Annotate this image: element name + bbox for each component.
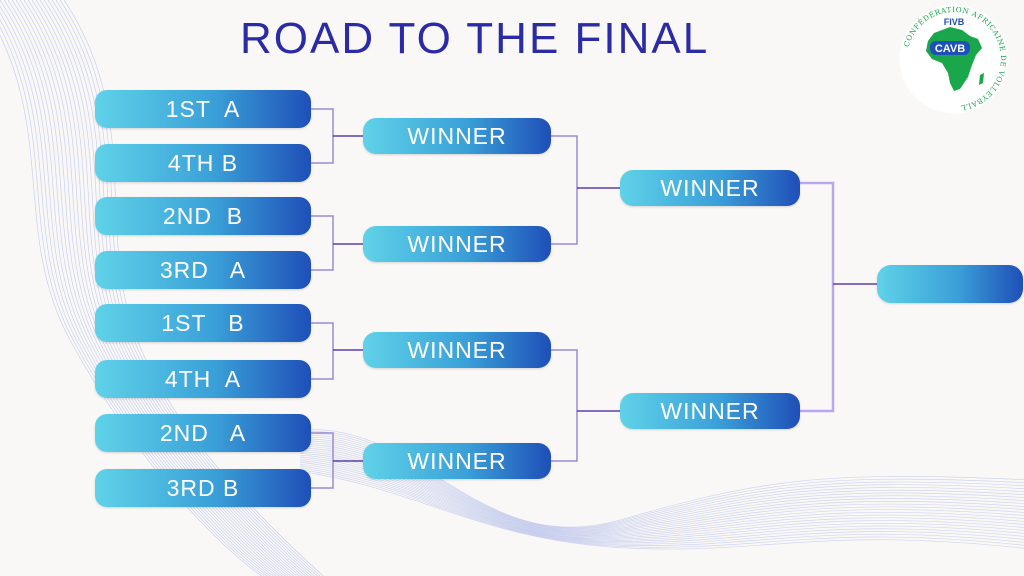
- logo-cavb: CAVB: [935, 43, 965, 55]
- bracket-slot-r1-2: 4TH B: [95, 144, 311, 182]
- bracket-slot-r2-2: WINNER: [363, 226, 551, 262]
- background-wave-line: [299, 465, 1024, 545]
- bracket-slot-r2-3: WINNER: [363, 332, 551, 368]
- bracket-slot-r1-1: 1ST A: [95, 90, 311, 128]
- connector-r1-pair1: [311, 108, 334, 164]
- connector-r2-pair2: [551, 349, 578, 462]
- background-wave-line: [299, 462, 1024, 542]
- page-title: ROAD TO THE FINAL: [240, 14, 710, 63]
- background-wave-line: [299, 456, 1024, 539]
- background-wave-line: [299, 453, 1024, 538]
- background-wave-line: [299, 463, 1024, 544]
- background-wave-line: [0, 18, 268, 576]
- background-wave-line: [299, 467, 1024, 546]
- connector-r1-pair2: [311, 215, 334, 271]
- bracket-slot-r2-4: WINNER: [363, 443, 551, 479]
- background-wave-line: [0, 26, 265, 576]
- bracket-slot-r1-6: 4TH A: [95, 360, 311, 398]
- connector-semi: [800, 181, 835, 413]
- background-wave-line: [0, 5, 274, 576]
- background-wave-line: [299, 454, 1024, 539]
- bracket-slot-r1-4: 3RD A: [95, 251, 311, 289]
- bracket-slot-r1-8: 3RD B: [95, 469, 311, 507]
- background-wave-line: [15, 0, 289, 576]
- logo-fivb: FIVB: [944, 17, 965, 27]
- background-wave-line: [7, 0, 283, 576]
- background-wave-line: [3, 0, 280, 576]
- bracket-slot-semi-2: WINNER: [620, 393, 800, 429]
- background-wave-line: [299, 458, 1024, 540]
- connector-r2-pair1: [551, 135, 578, 245]
- background-wave-line: [11, 0, 286, 576]
- cavb-logo: CONFÉDÉRATION AFRICAINE DE VOLLEYBALL FI…: [898, 3, 1010, 115]
- background-wave-line: [299, 471, 1024, 550]
- bracket-slot-final: [877, 265, 1023, 303]
- background-wave-line: [0, 0, 277, 576]
- bracket-slot-r1-5: 1ST B: [95, 304, 311, 342]
- bracket-slot-r1-7: 2ND A: [95, 414, 311, 452]
- background-wave-line: [0, 12, 271, 576]
- bracket-slot-r2-1: WINNER: [363, 118, 551, 154]
- background-wave-line: [299, 469, 1024, 548]
- background-wave-line: [0, 34, 262, 576]
- connector-r1-pair3: [311, 322, 334, 380]
- connector-r1-pair4: [311, 432, 334, 489]
- background-wave-line: [299, 460, 1024, 541]
- bracket-slot-semi-1: WINNER: [620, 170, 800, 206]
- bracket-slot-r1-3: 2ND B: [95, 197, 311, 235]
